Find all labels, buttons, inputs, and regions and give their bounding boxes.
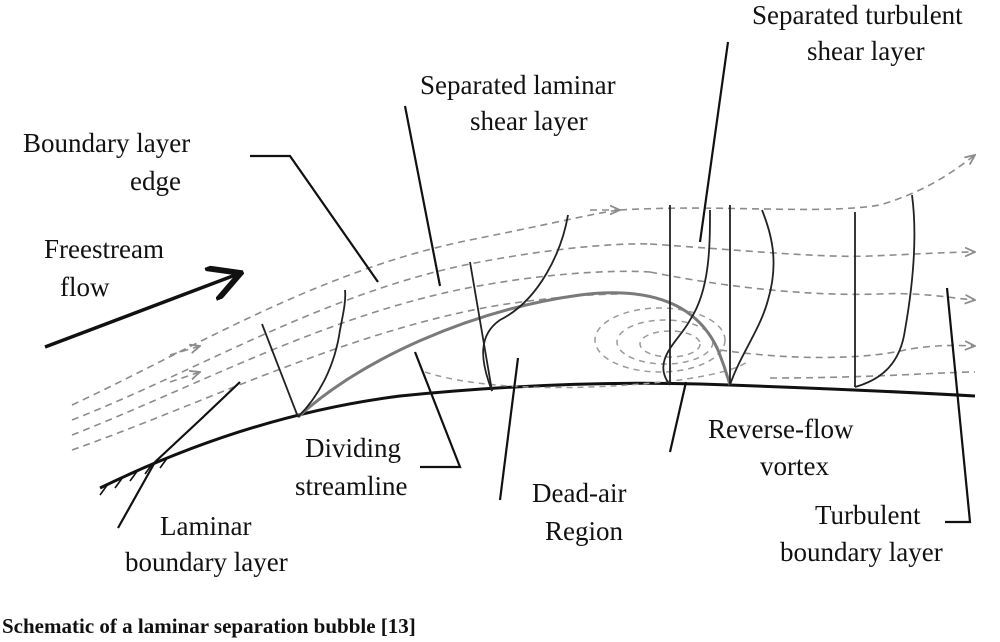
label-sep-laminar-line1: Separated laminar (420, 70, 616, 100)
figure-caption: Schematic of a laminar separation bubble… (2, 614, 416, 638)
wall-surface (99, 381, 976, 496)
label-dead-air-line1: Dead-air (532, 478, 626, 508)
label-freestream: Freestream flow (44, 234, 164, 302)
label-turbulent-boundary-layer: Turbulent boundary layer (780, 500, 943, 567)
dividing-streamline (296, 291, 732, 419)
label-dividing-line2: streamline (295, 471, 407, 501)
label-dividing-streamline: Dividing streamline (295, 433, 407, 501)
label-separated-turbulent: Separated turbulent shear layer (752, 0, 963, 66)
label-freestream-line2: flow (60, 272, 110, 302)
label-dividing-line1: Dividing (305, 433, 401, 463)
label-bl-edge-line1: Boundary layer (23, 128, 190, 158)
label-separated-laminar: Separated laminar shear layer (420, 70, 616, 136)
freestream-arrow (44, 274, 238, 349)
velocity-profiles (261, 194, 916, 418)
label-turbulent-bl-line1: Turbulent (815, 500, 921, 530)
label-reverse-flow-line1: Reverse-flow (708, 414, 854, 444)
label-sep-turbulent-line1: Separated turbulent (752, 0, 963, 30)
label-sep-turbulent-line2: shear layer (807, 36, 925, 66)
label-freestream-line1: Freestream (44, 234, 164, 264)
label-reverse-flow-line2: vortex (760, 451, 829, 481)
label-boundary-layer-edge: Boundary layer edge (23, 128, 190, 196)
label-dead-air-region: Dead-air Region (532, 478, 626, 546)
label-reverse-flow-vortex: Reverse-flow vortex (708, 414, 854, 481)
label-sep-laminar-line2: shear layer (470, 106, 588, 136)
label-bl-edge-line2: edge (130, 166, 181, 196)
label-dead-air-line2: Region (545, 516, 623, 546)
label-laminar-boundary-layer: Laminar boundary layer (125, 511, 288, 577)
wall-hatching (99, 456, 169, 496)
label-laminar-bl-line2: boundary layer (125, 547, 288, 577)
leader-lines (117, 41, 972, 529)
label-laminar-bl-line1: Laminar (160, 511, 251, 541)
label-turbulent-bl-line2: boundary layer (780, 537, 943, 567)
